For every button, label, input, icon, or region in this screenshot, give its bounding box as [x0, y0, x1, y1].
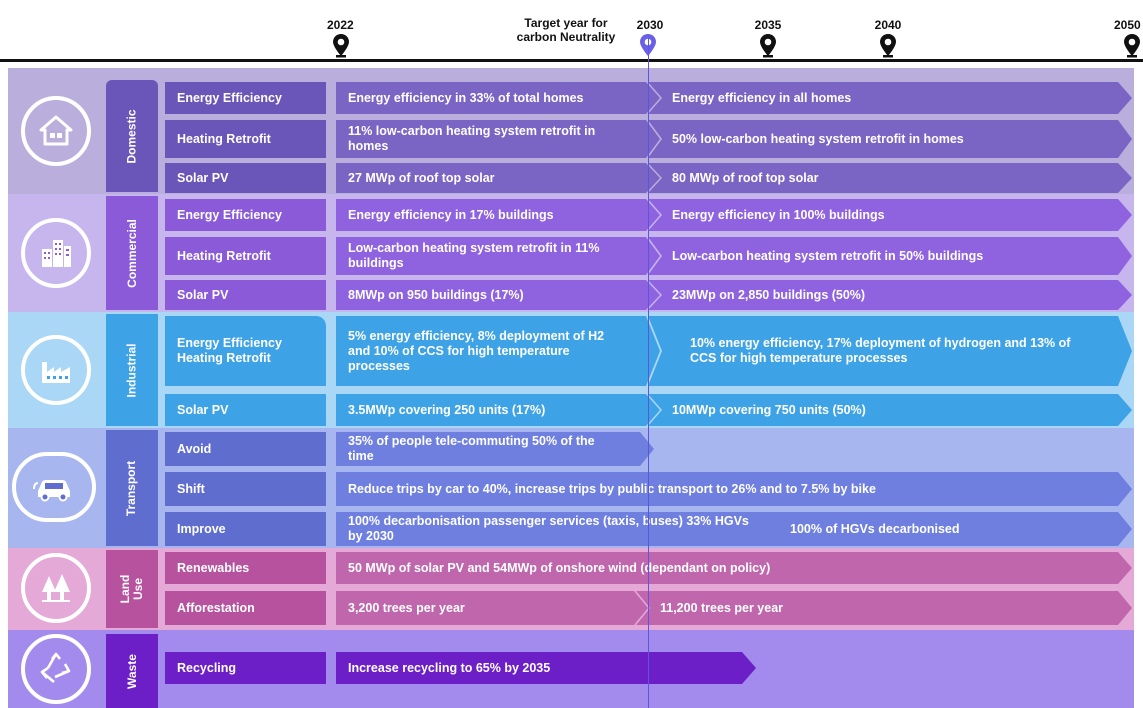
- house-icon: [39, 115, 73, 146]
- action-arrow: 10MWp covering 750 units (50%): [648, 394, 1132, 426]
- action-arrow: 3.5MWp covering 250 units (17%): [336, 394, 660, 426]
- sector-label-waste: Waste: [106, 634, 158, 708]
- row-label: Energy Efficiency: [165, 199, 326, 231]
- map-pin-icon: [760, 34, 776, 58]
- row-label: Solar PV: [165, 280, 326, 310]
- row-label: Heating Retrofit: [165, 237, 326, 275]
- map-pin-icon: [880, 34, 896, 58]
- action-arrow: Low-carbon heating system retrofit in 11…: [336, 237, 660, 275]
- action-arrow: 80 MWp of roof top solar: [648, 163, 1132, 193]
- landuse-icon-circle: [21, 553, 91, 623]
- year-2035: 2035: [754, 18, 782, 32]
- target-year-label: Target year for carbon Neutrality: [516, 16, 616, 44]
- action-arrow: Energy efficiency in all homes: [648, 82, 1132, 114]
- year-2050: 2050: [1114, 18, 1141, 32]
- action-arrow: Energy efficiency in 17% buildings: [336, 199, 660, 231]
- sector-label-industrial: Industrial: [106, 314, 158, 426]
- sector-label-commercial: Commercial: [106, 196, 158, 310]
- commercial-icon-circle: [21, 218, 91, 288]
- year-2022: 2022: [327, 18, 354, 32]
- row-label: Avoid: [165, 432, 326, 466]
- sector-label-transport: Transport: [106, 430, 158, 546]
- action-arrow: 50 MWp of solar PV and 54MWp of onshore …: [336, 552, 1132, 584]
- transport-icon-circle: [12, 452, 96, 522]
- row-label: Shift: [165, 472, 326, 506]
- sector-label-landuse: Land Use: [106, 550, 158, 628]
- year-2030: 2030: [636, 18, 664, 32]
- action-arrow: 10% energy efficiency, 17% deployment of…: [648, 316, 1132, 386]
- action-arrow: 23MWp on 2,850 buildings (50%): [648, 280, 1132, 310]
- industrial-icon-circle: [21, 335, 91, 405]
- row-label: Solar PV: [165, 394, 326, 426]
- action-arrow: 35% of people tele-commuting 50% of the …: [336, 432, 654, 466]
- domestic-icon-circle: [21, 96, 91, 166]
- action-arrow: 50% low-carbon heating system retrofit i…: [648, 120, 1132, 158]
- target-year-line: [648, 38, 649, 708]
- map-pin-icon: [333, 34, 349, 58]
- year-2040: 2040: [874, 18, 902, 32]
- action-arrow: 11,200 trees per year: [636, 591, 1132, 625]
- row-label: Energy Efficiency: [165, 82, 326, 114]
- row-label: Renewables: [165, 552, 326, 584]
- row-label: Improve: [165, 512, 326, 546]
- waste-icon-circle: [21, 634, 91, 704]
- action-arrow: Energy efficiency in 33% of total homes: [336, 82, 660, 114]
- action-arrow: 11% low-carbon heating system retrofit i…: [336, 120, 660, 158]
- action-arrow: 100% decarbonisation passenger services …: [336, 512, 786, 546]
- action-arrow: 5% energy efficiency, 8% deployment of H…: [336, 316, 660, 386]
- row-label: Recycling: [165, 652, 326, 684]
- action-arrow: 8MWp on 950 buildings (17%): [336, 280, 660, 310]
- map-pin-icon: [1124, 34, 1140, 58]
- row-label: Afforestation: [165, 591, 326, 625]
- row-label: Solar PV: [165, 163, 326, 193]
- timeline-axis: [0, 59, 1143, 62]
- action-arrow: 100% of HGVs decarbonised: [766, 512, 1132, 546]
- action-arrow: Reduce trips by car to 40%, increase tri…: [336, 472, 1132, 506]
- car-icon: [33, 480, 70, 502]
- recycle-icon: [40, 652, 71, 683]
- trees-icon: [42, 574, 70, 602]
- sector-label-domestic: Domestic: [106, 80, 158, 192]
- factory-icon: [42, 362, 70, 383]
- action-arrow: Low-carbon heating system retrofit in 50…: [648, 237, 1132, 275]
- row-label: Energy Efficiency Heating Retrofit: [165, 316, 326, 386]
- buildings-icon: [42, 240, 71, 267]
- action-arrow: 27 MWp of roof top solar: [336, 163, 660, 193]
- action-arrow: Energy efficiency in 100% buildings: [648, 199, 1132, 231]
- row-label: Heating Retrofit: [165, 120, 326, 158]
- action-arrow: 3,200 trees per year: [336, 591, 648, 625]
- action-arrow: Increase recycling to 65% by 2035: [336, 652, 756, 684]
